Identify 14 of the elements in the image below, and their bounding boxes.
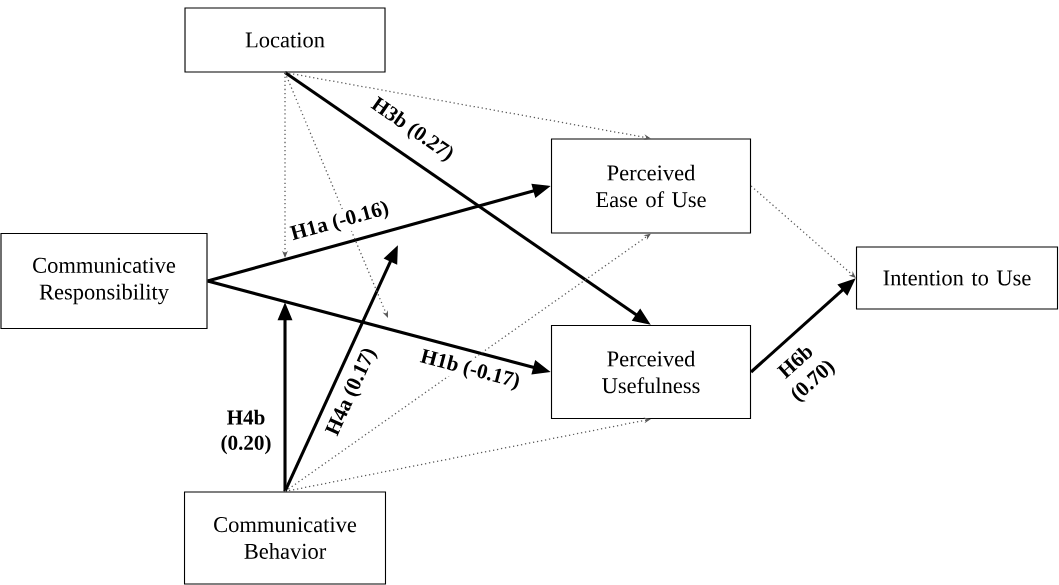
construct-box: Perceived Usefulness	[550, 324, 752, 420]
dotted-arrow	[284, 233, 651, 493]
dotted-arrow	[750, 185, 856, 278]
construct-box: Communicative Behavior	[183, 491, 387, 585]
edge-label: H1b (-0.17)	[415, 345, 525, 395]
edge-label: H4b (0.20)	[211, 407, 281, 457]
edge-label: H4a (0.17)	[321, 342, 383, 442]
dotted-arrow	[284, 71, 388, 318]
construct-box: Communicative Responsibility	[0, 232, 208, 330]
dotted-arrow	[284, 417, 651, 493]
edge-label: H1a (-0.16)	[286, 196, 394, 248]
construct-box: Intention to Use	[855, 246, 1059, 310]
construct-box: Perceived Ease of Use	[550, 138, 752, 234]
construct-box: Location	[184, 7, 386, 73]
